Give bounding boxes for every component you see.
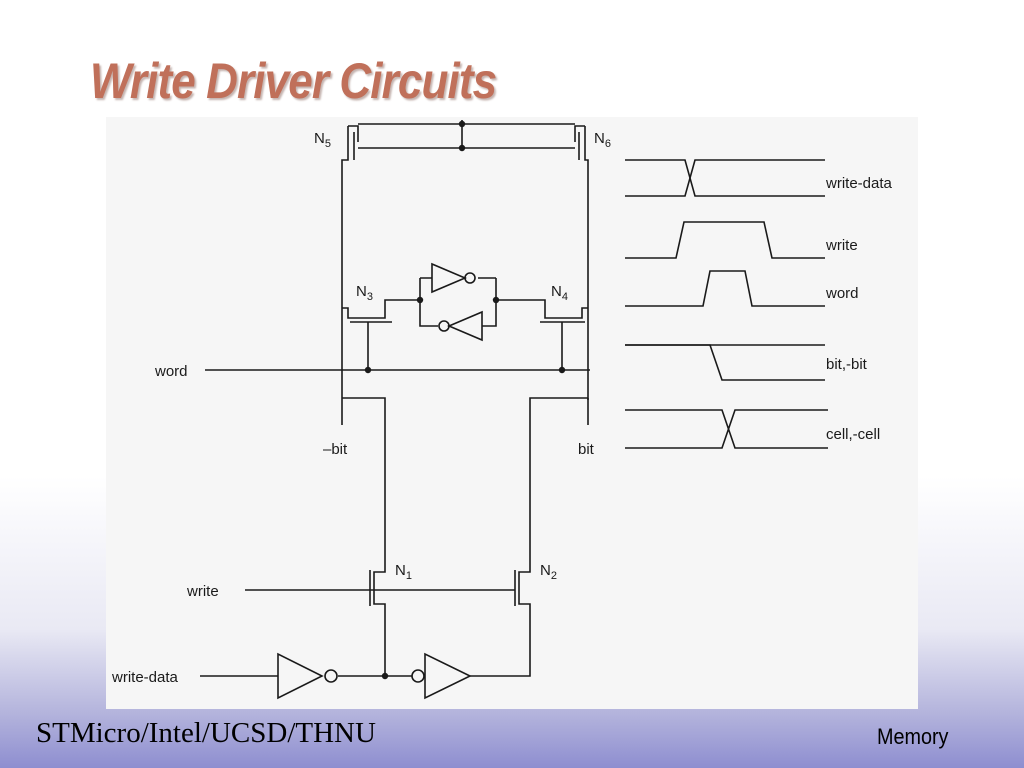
inverter-bubble-icon <box>324 669 338 683</box>
label-n5: N5 <box>314 130 331 150</box>
label-n1: N1 <box>395 562 412 582</box>
write-data-inverter-icon <box>277 652 324 700</box>
footer-source: STMicro/Intel/UCSD/THNU <box>36 717 376 749</box>
waveform-write-data: write-data <box>625 159 893 197</box>
transistor-n6: N6 <box>574 125 611 400</box>
junction-dot <box>492 296 500 304</box>
waveform-label: bit,-bit <box>826 356 868 373</box>
waveform-label: write-data <box>825 175 893 192</box>
label-write-data: write-data <box>111 669 179 686</box>
inverter-bubble-icon <box>464 272 476 284</box>
write-driver-schematic: N5 N6 N3 N4 <box>111 120 611 700</box>
write-driver-figure: N5 N6 N3 N4 <box>106 117 918 709</box>
slide-title: Write Driver Circuits <box>90 53 497 109</box>
junction-dot <box>458 120 466 128</box>
timing-diagram: write-data write word bit,-bit cell,-cel… <box>625 159 893 449</box>
label-n2: N2 <box>540 562 557 582</box>
transistor-n2: N2 <box>514 560 557 606</box>
label-write: write <box>186 583 219 600</box>
junction-dot <box>381 672 389 680</box>
waveform-label: cell,-cell <box>826 426 880 443</box>
label-bit: bit <box>578 441 595 458</box>
junction-dot <box>364 366 372 374</box>
label-nbit: –bit <box>323 441 348 458</box>
junction-dot <box>558 366 566 374</box>
footer-topic: Memory <box>876 724 948 749</box>
bit-line <box>529 397 589 560</box>
junction-dot <box>458 144 466 152</box>
inverter-top-icon <box>431 262 468 294</box>
waveform-word: word <box>625 270 859 307</box>
transistor-n1: N1 <box>369 560 412 676</box>
waveform-write: write <box>625 221 858 259</box>
label-n6: N6 <box>594 130 611 150</box>
label-n3: N3 <box>356 283 373 303</box>
waveform-label: word <box>825 285 859 302</box>
transistor-n4: N4 <box>496 283 588 370</box>
transistor-n3: N3 <box>342 283 420 370</box>
nbit-line <box>341 397 386 560</box>
label-n4: N4 <box>551 283 568 303</box>
inverter-bubble-icon <box>411 669 425 683</box>
junction-dot <box>416 296 424 304</box>
write-data-buffer-icon <box>424 652 472 700</box>
waveform-label: write <box>825 237 858 254</box>
latch-inverters <box>416 262 500 342</box>
waveform-bit: bit,-bit <box>625 344 868 381</box>
inverter-bubble-icon <box>438 320 450 332</box>
waveform-cell: cell,-cell <box>625 409 880 449</box>
write-data-line <box>200 606 531 677</box>
transistor-n5: N5 <box>314 125 359 400</box>
inverter-bottom-icon <box>446 310 483 342</box>
label-word: word <box>154 363 188 380</box>
precharge-gate-wire <box>358 120 575 149</box>
